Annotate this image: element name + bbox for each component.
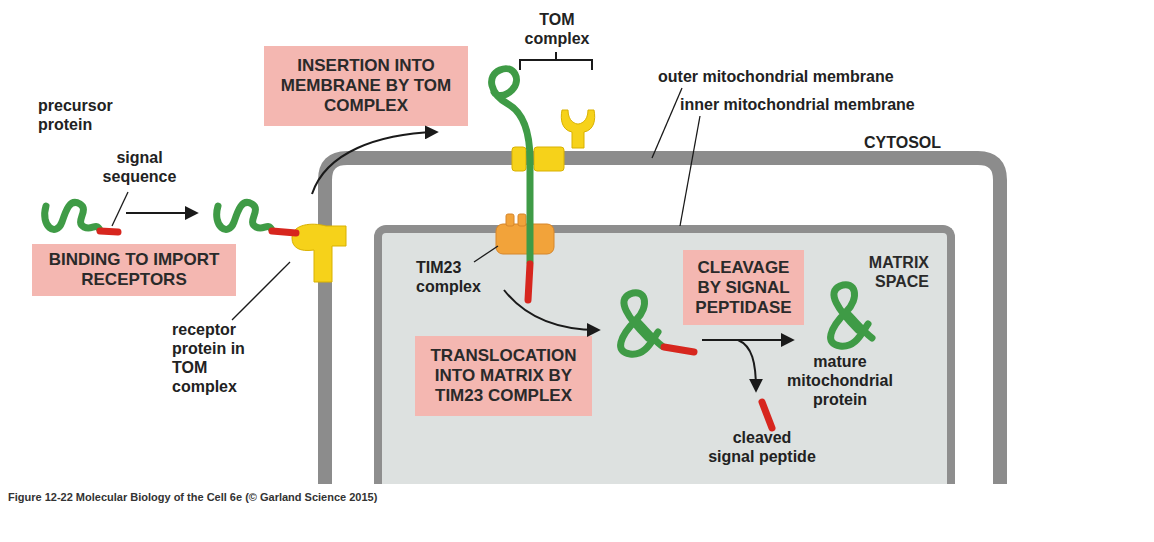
mature-protein — [831, 285, 872, 346]
step-box: BINDING TO IMPORT RECEPTORS — [32, 244, 236, 296]
step-text: CLEAVAGE BY SIGNAL PEPTIDASE — [695, 258, 791, 318]
protein-chain — [621, 293, 662, 354]
part-label: CYTOSOL — [864, 133, 984, 152]
step-box: TRANSLOCATION INTO MATRIX BY TIM23 COMPL… — [415, 336, 592, 416]
part-label: signal sequence — [92, 148, 187, 186]
step-text: TRANSLOCATION INTO MATRIX BY TIM23 COMPL… — [429, 346, 578, 406]
step-text: INSERTION INTO MEMBRANE BY TOM COMPLEX — [278, 56, 454, 116]
part-label: precursor protein — [38, 96, 133, 134]
step-arrow — [312, 132, 436, 194]
tim23-complex — [518, 214, 526, 226]
part-label: mature mitochondrial protein — [782, 352, 898, 409]
receptor-leader-line — [232, 262, 290, 320]
tom-receptor — [561, 110, 594, 148]
region-label: MATRIX SPACE — [845, 253, 929, 291]
step-box: INSERTION INTO MEMBRANE BY TOM COMPLEX — [264, 46, 468, 126]
inner-leader-line — [680, 116, 700, 226]
tim23-complex — [506, 214, 514, 226]
part-label: TIM23 complex — [416, 258, 488, 296]
tom-bracket — [520, 52, 592, 70]
signal-sequence — [100, 231, 118, 232]
part-label: outer mitochondrial membrane — [658, 67, 958, 86]
tom-receptor — [292, 224, 346, 282]
figure-caption: Figure 12-22 Molecular Biology of the Ce… — [8, 491, 377, 503]
part-label: cleaved signal peptide — [708, 428, 816, 466]
step-arrow — [738, 340, 756, 390]
step-box: CLEAVAGE BY SIGNAL PEPTIDASE — [683, 250, 804, 325]
step-arrow — [126, 212, 196, 214]
signal-sequence — [664, 347, 694, 352]
signal-leader-line — [112, 192, 128, 226]
outer-leader-line — [652, 88, 682, 158]
cleaved-peptide — [762, 402, 772, 428]
tim23-complex — [496, 224, 554, 254]
part-label: inner mitochondrial membrane — [680, 95, 980, 114]
tom-pore — [534, 147, 564, 171]
part-label: TOM complex — [514, 10, 600, 48]
signal-sequence — [272, 231, 296, 233]
step-arrow — [702, 339, 792, 341]
step-arrow — [504, 290, 598, 330]
protein-chain — [45, 202, 100, 230]
tim23-leader-line — [474, 246, 498, 262]
protein-chain — [217, 202, 272, 230]
signal-sequence — [528, 264, 530, 300]
outer-membrane — [325, 158, 1000, 484]
step-text: BINDING TO IMPORT RECEPTORS — [46, 250, 222, 290]
protein-chain — [492, 69, 530, 262]
tom-pore — [512, 147, 526, 171]
part-label: receptor protein in TOM complex — [172, 320, 276, 396]
